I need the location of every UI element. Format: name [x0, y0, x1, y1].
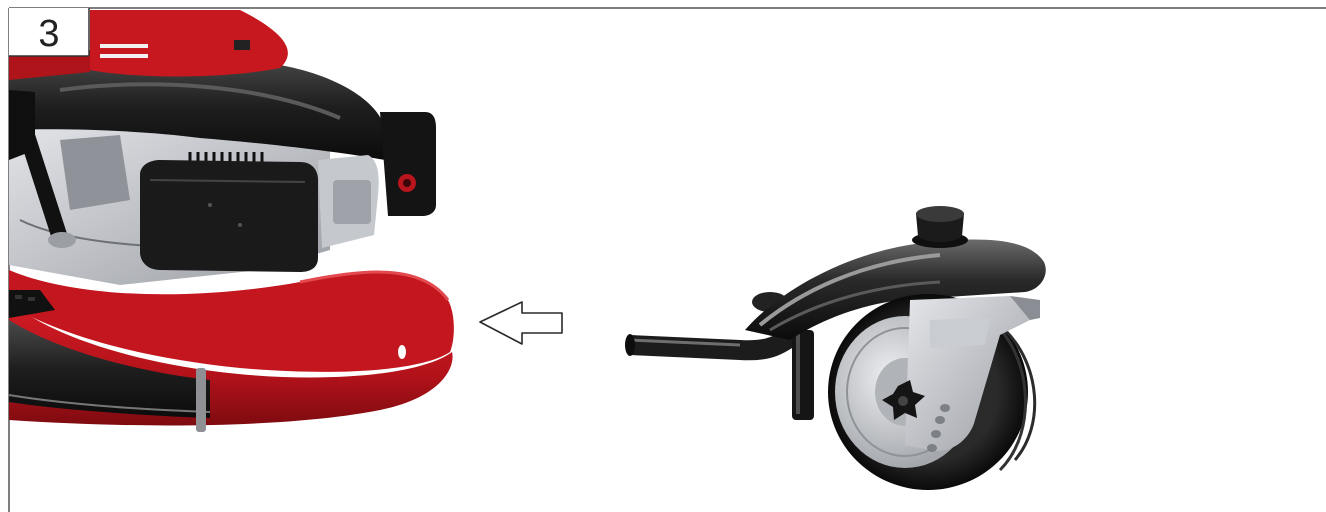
front-wheel-assembly — [625, 206, 1046, 490]
direction-arrow — [480, 302, 562, 344]
step-number-box: 3 — [9, 8, 89, 56]
step-number: 3 — [38, 13, 59, 55]
lawn-mower-deck — [9, 10, 454, 432]
